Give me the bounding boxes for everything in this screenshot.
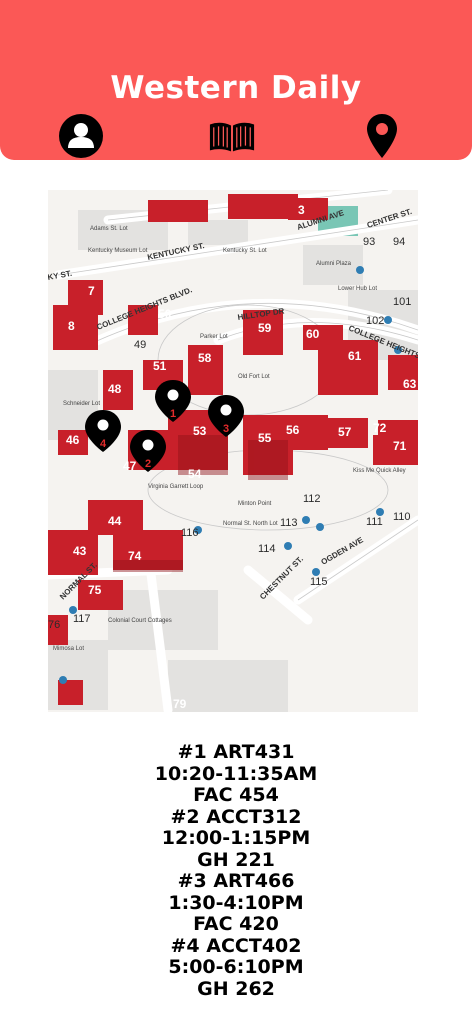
svg-text:Adams St. Lot: Adams St. Lot [90,226,128,232]
svg-text:60: 60 [306,327,320,341]
svg-text:93: 93 [363,236,375,248]
marker-1-label: 1 [170,408,176,420]
app-title: Western Daily [110,70,362,106]
class-2-room: GH 221 [197,848,275,871]
class-3-course: #3 ART466 [177,870,295,892]
svg-text:Minton Point: Minton Point [238,501,272,507]
svg-text:7: 7 [88,284,95,298]
profile-icon [59,114,103,158]
campus-map[interactable]: 3 7 8 50 59 60 61 58 51 48 53 55 56 57 4… [48,190,418,712]
svg-text:74: 74 [128,549,142,563]
svg-text:79: 79 [173,697,187,711]
app-header: Western Daily [0,0,472,160]
class-2-course: #2 ACCT312 [170,805,302,828]
class-1-time: 10:20-11:35AM [154,762,318,785]
svg-text:51: 51 [153,359,167,373]
svg-text:Kiss Me Quick Alley: Kiss Me Quick Alley [353,468,406,474]
class-3-room: FAC 420 [193,913,279,935]
svg-text:112: 112 [303,493,321,505]
map-marker-1[interactable]: 1 [155,380,191,422]
svg-text:Kentucky St. Lot: Kentucky St. Lot [223,248,267,254]
svg-text:61: 61 [348,349,362,363]
svg-text:58: 58 [198,351,212,365]
schedule-button[interactable] [208,112,256,160]
svg-text:Normal St. North Lot: Normal St. North Lot [223,521,278,527]
profile-button[interactable] [57,112,105,160]
svg-text:56: 56 [286,423,300,437]
svg-text:111: 111 [366,516,383,528]
svg-text:75: 75 [88,583,102,597]
marker-3-label: 3 [223,423,229,435]
class-1-course: #1 ART431 [177,741,295,763]
map-marker-3[interactable]: 3 [208,395,244,437]
svg-text:Kentucky Museum Lot: Kentucky Museum Lot [88,248,148,254]
svg-text:114: 114 [258,543,276,555]
svg-text:3: 3 [298,203,305,217]
svg-text:116: 116 [181,527,199,539]
svg-text:71: 71 [393,439,407,453]
class-2-time: 12:00-1:15PM [161,827,311,849]
svg-text:53: 53 [193,424,207,438]
map-marker-4[interactable]: 4 [85,410,121,452]
svg-text:110: 110 [393,511,411,523]
svg-text:113: 113 [280,517,298,529]
svg-text:Lower Hub Lot: Lower Hub Lot [338,286,377,292]
class-1-room: FAC 454 [193,784,279,806]
svg-text:50: 50 [158,307,172,321]
svg-text:55: 55 [258,431,272,445]
class-4-course: #4 ACCT402 [170,934,302,957]
svg-text:72: 72 [373,421,387,435]
map-pin-icon [367,114,397,158]
class-3-time: 1:30-4:10PM [168,891,304,914]
class-4-room: GH 262 [197,977,275,1000]
class-4-time: 5:00-6:10PM [168,956,304,978]
svg-text:101: 101 [393,296,411,308]
svg-text:43: 43 [73,544,87,558]
svg-text:Old Fort Lot: Old Fort Lot [238,374,270,380]
svg-text:94: 94 [393,236,405,248]
map-button[interactable] [358,112,406,160]
svg-text:Virginia Garrett Loop: Virginia Garrett Loop [148,484,204,490]
svg-text:63: 63 [403,377,417,391]
map-marker-2[interactable]: 2 [130,430,166,472]
svg-text:44: 44 [108,514,122,528]
book-icon [209,122,255,152]
svg-text:59: 59 [258,321,272,335]
svg-text:8: 8 [68,319,75,333]
svg-text:115: 115 [310,576,328,588]
svg-text:76: 76 [48,619,60,631]
svg-text:KY ST.: KY ST. [48,269,73,282]
svg-text:54: 54 [188,467,202,481]
svg-text:46: 46 [66,433,80,447]
svg-text:102: 102 [366,315,384,327]
svg-text:Schneider Lot: Schneider Lot [63,401,100,407]
class-schedule: #1 ART431 10:20-11:35AM FAC 454 #2 ACCT3… [0,741,472,1000]
marker-4-label: 4 [100,438,107,450]
svg-text:47: 47 [123,459,137,473]
marker-2-label: 2 [145,458,151,470]
svg-text:Colonial Court Cottages: Colonial Court Cottages [108,618,172,624]
svg-text:48: 48 [108,382,122,396]
svg-text:57: 57 [338,425,352,439]
svg-text:Alumni Plaza: Alumni Plaza [316,261,352,267]
svg-text:Mimosa Lot: Mimosa Lot [53,646,84,652]
svg-text:49: 49 [134,339,146,351]
svg-text:Parker Lot: Parker Lot [200,334,228,340]
svg-text:117: 117 [73,613,91,625]
